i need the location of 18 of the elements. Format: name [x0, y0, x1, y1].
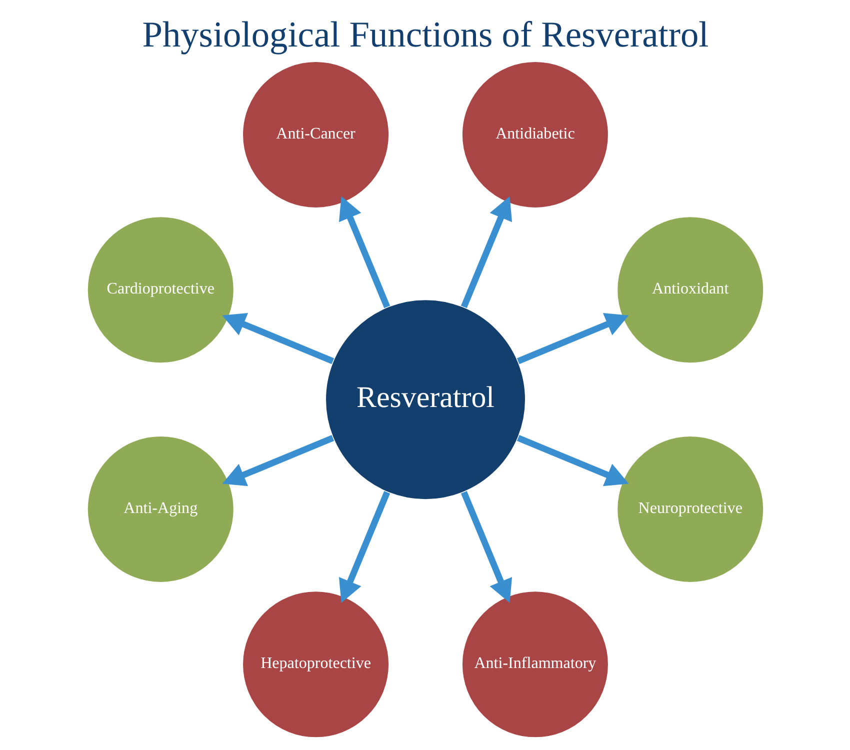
- arrow: [222, 434, 334, 486]
- arrow: [338, 196, 390, 308]
- node-circle: Anti-Cancer: [241, 60, 390, 208]
- node-circle: Anti-Inflammatory: [460, 590, 609, 738]
- arrow: [516, 434, 628, 486]
- node-circle: Anti-Aging: [86, 434, 234, 583]
- node-circle: Hepatoprotective: [241, 590, 390, 738]
- diagram-title: Physiological Functions of Resveratrol: [142, 14, 708, 54]
- node-circle: Antioxidant: [616, 216, 764, 364]
- arrow: [222, 312, 334, 364]
- node-circle: Neuroprotective: [616, 434, 764, 583]
- arrow: [338, 490, 390, 602]
- arrow: [460, 490, 512, 602]
- arrow: [460, 196, 512, 308]
- node-circle: Cardioprotective: [86, 216, 234, 364]
- arrow: [516, 312, 628, 364]
- node-circle: Resveratrol: [324, 298, 526, 500]
- node-circle: Antidiabetic: [460, 60, 609, 208]
